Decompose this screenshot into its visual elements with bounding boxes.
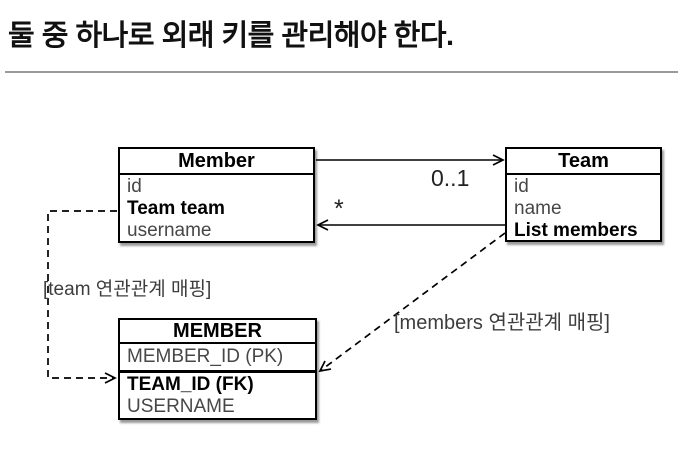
uml-member-class: Member id Team team username [118, 147, 315, 243]
team-field-name: name [514, 198, 562, 219]
member-table-rows: TEAM_ID (FK) USERNAME [120, 373, 315, 418]
member-table-fk-row: TEAM_ID (FK) [127, 374, 254, 395]
team-field-id: id [514, 176, 529, 197]
members-mapping-label: [members 연관관계 매핑] [394, 312, 610, 334]
member-field-id: id [127, 176, 142, 197]
team-class-title: Team [507, 149, 660, 175]
member-table-pk-row: MEMBER_ID (PK) [120, 344, 315, 373]
member-table-username-row: USERNAME [127, 396, 235, 417]
members-field-mapping-dashed-arrow [318, 232, 506, 373]
title-divider [5, 71, 678, 73]
page-title: 둘 중 하나로 외래 키를 관리해야 한다. [8, 20, 454, 52]
db-member-table: MEMBER MEMBER_ID (PK) TEAM_ID (FK) USERN… [118, 318, 317, 420]
uml-team-class: Team id name List members [505, 147, 662, 242]
member-field-username: username [127, 220, 212, 241]
member-class-fields: id Team team username [120, 175, 313, 242]
team-mapping-label: [team 연관관계 매핑] [43, 279, 212, 300]
team-class-fields: id name List members [507, 175, 660, 242]
member-class-title: Member [120, 149, 313, 175]
member-field-team: Team team [127, 198, 225, 219]
multiplicity-many-label: * [334, 195, 344, 223]
team-field-members: List members [514, 220, 638, 241]
member-table-title: MEMBER [120, 320, 315, 344]
multiplicity-zero-or-one-label: 0..1 [431, 165, 470, 191]
